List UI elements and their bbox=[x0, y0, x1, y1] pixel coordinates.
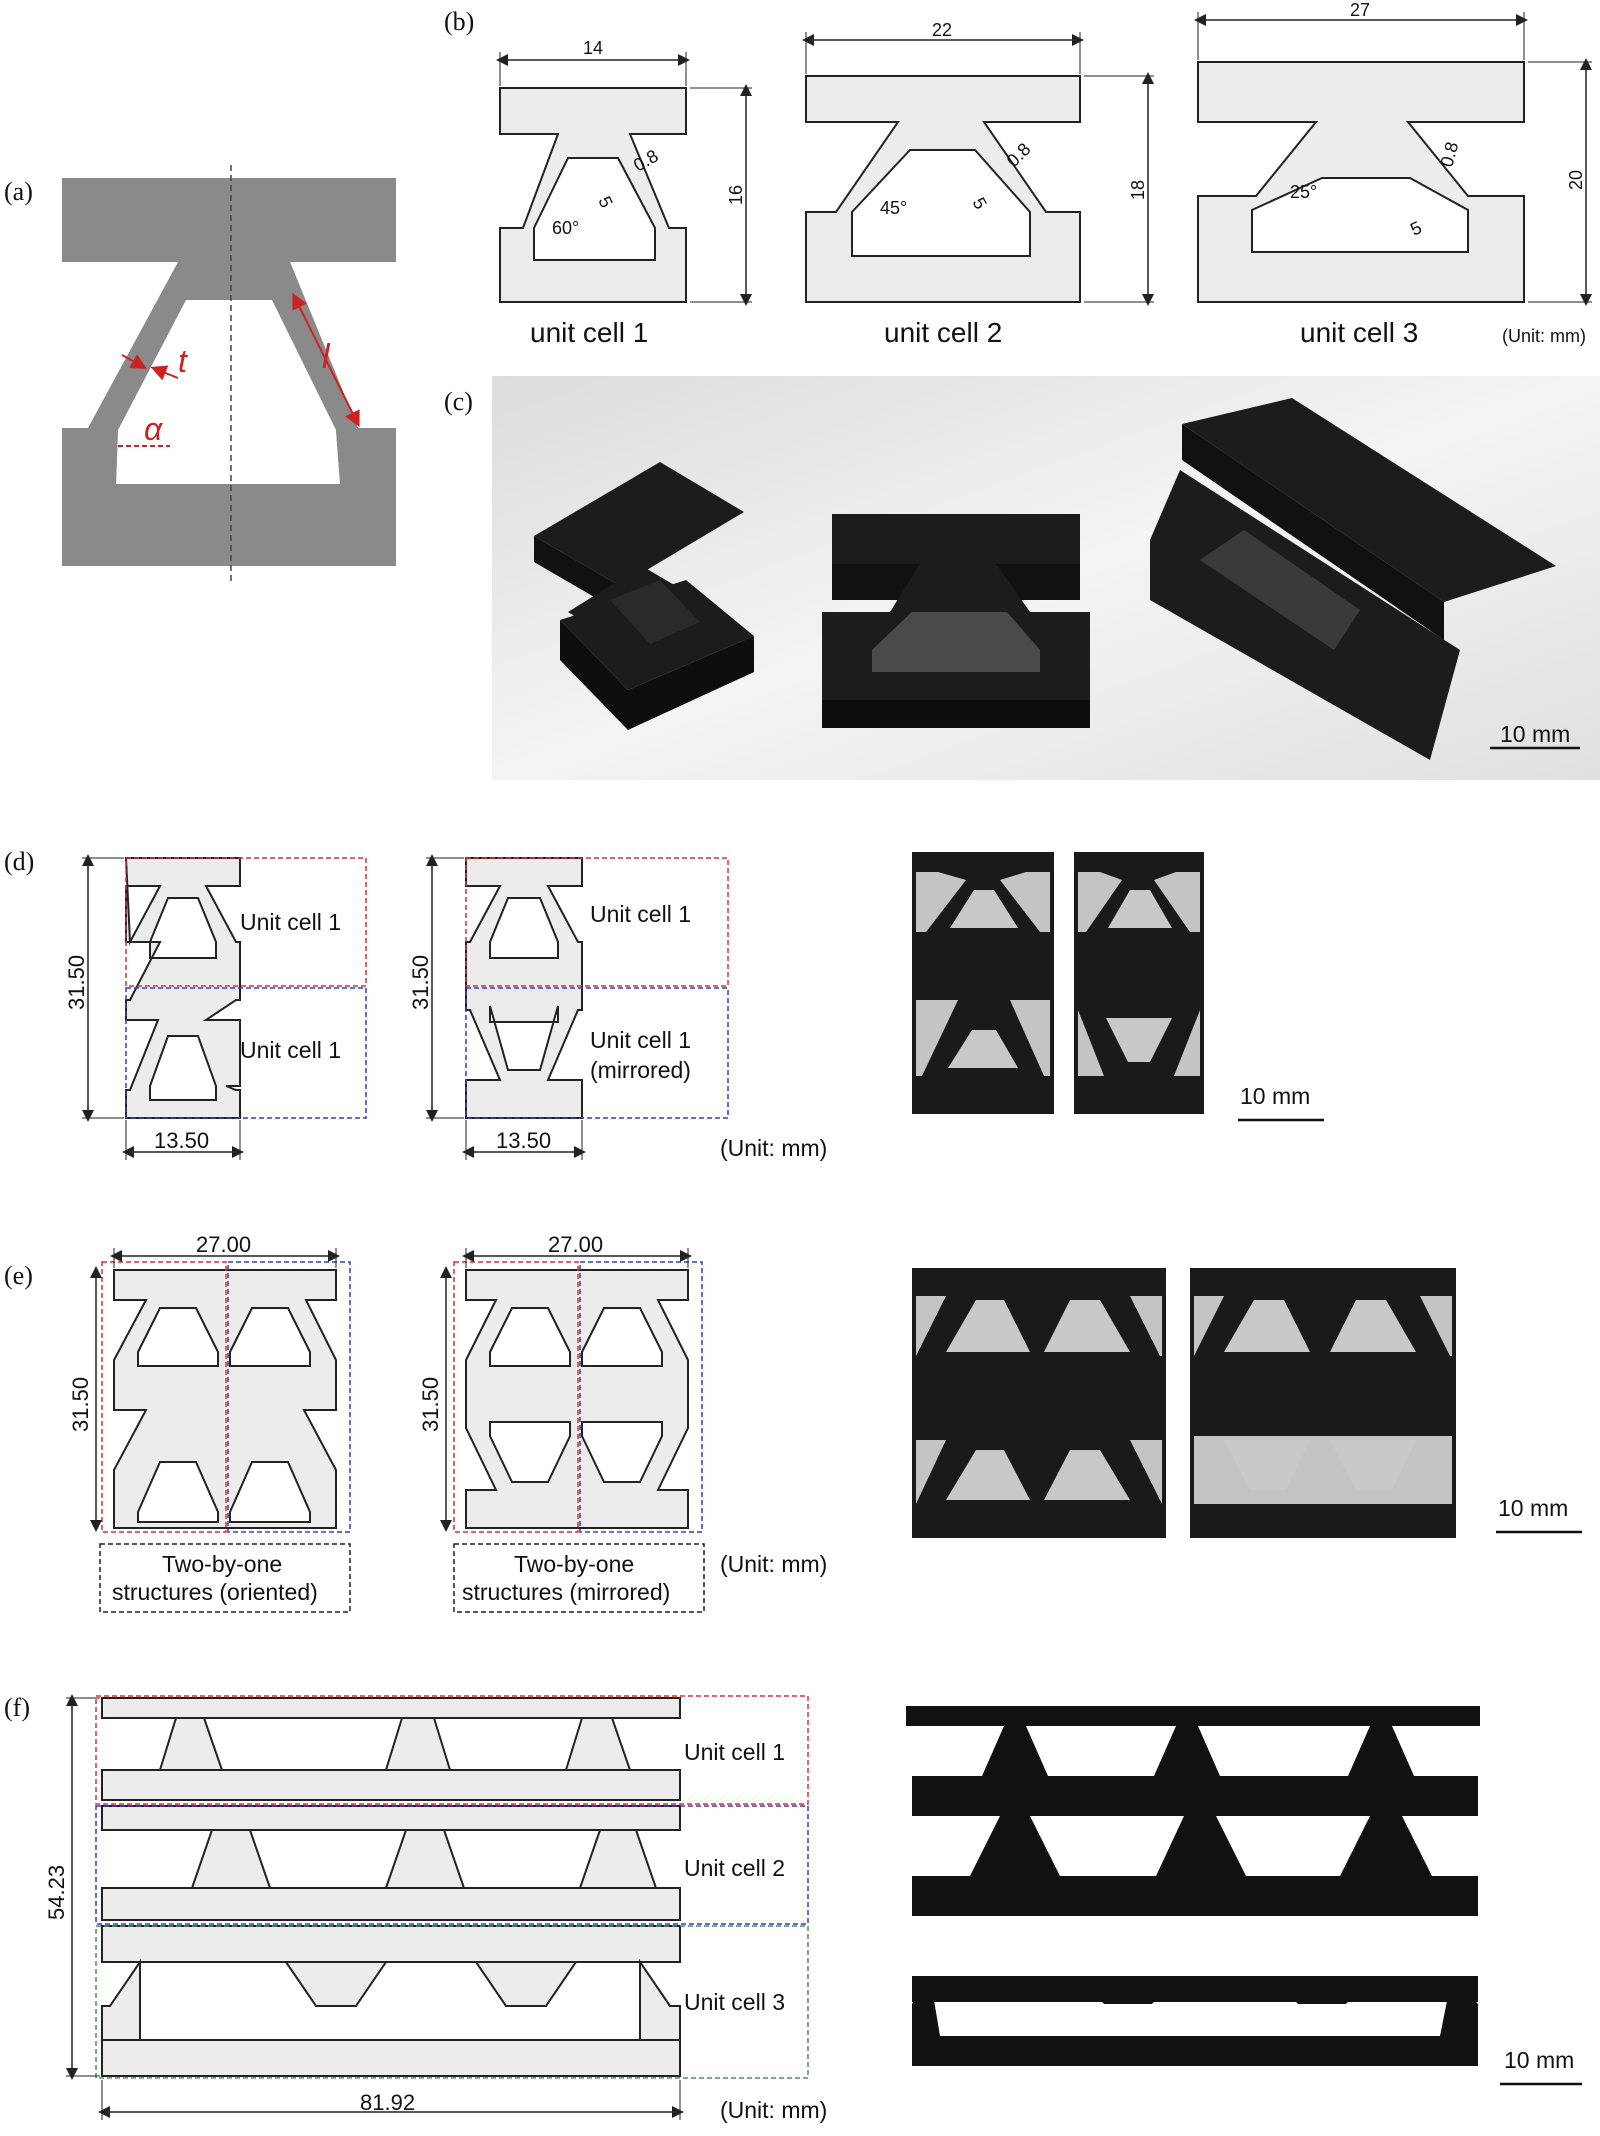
panel-a: (a) t l α bbox=[4, 165, 396, 585]
panel-d-photos bbox=[912, 852, 1204, 1114]
two-by-one-mirrored: 27.00 31.50 Two-by-one structures (mirro… bbox=[418, 1232, 705, 1613]
stacked-cells-oriented: 31.50 13.50 Unit cell 1 Unit cell 1 bbox=[64, 854, 367, 1160]
panel-d-right-height: 31.50 bbox=[408, 955, 433, 1010]
uc3-width: 27 bbox=[1350, 0, 1370, 20]
panel-e-left-height: 31.50 bbox=[68, 1377, 93, 1432]
graded-structure-drawing: 54.23 81.92 Unit cell 1 Unit cell 2 Unit… bbox=[44, 1694, 809, 2120]
panel-b: (b) 14 16 60° 0.8 5 unit cell 1 22 bbox=[444, 0, 1592, 348]
panel-e-scale: 10 mm bbox=[1498, 1495, 1568, 1521]
printed-unit-cell-1 bbox=[534, 462, 754, 730]
panel-d: (d) 31.50 13.50 Unit cell 1 Unit cell 1 bbox=[4, 847, 1324, 1161]
panel-d-label: (d) bbox=[4, 847, 34, 876]
panel-d-right-bottom-label-1: Unit cell 1 bbox=[590, 1027, 691, 1053]
panel-f-scale: 10 mm bbox=[1504, 2047, 1574, 2073]
panel-f-row2-label: Unit cell 2 bbox=[684, 1855, 785, 1881]
uc2-width: 22 bbox=[932, 20, 952, 40]
length-symbol: l bbox=[322, 338, 331, 376]
panel-d-scale: 10 mm bbox=[1240, 1083, 1310, 1109]
uc1-name: unit cell 1 bbox=[530, 317, 648, 348]
panel-e-left-caption-2: structures (oriented) bbox=[112, 1579, 318, 1605]
uc3-angle: 25° bbox=[1290, 182, 1317, 202]
uc2-name: unit cell 2 bbox=[884, 317, 1002, 348]
uc3-thickness: 0.8 bbox=[1437, 140, 1463, 169]
uc1-length: 5 bbox=[594, 193, 616, 211]
panel-e-left-caption-1: Two-by-one bbox=[162, 1551, 282, 1577]
panel-d-left-top-label: Unit cell 1 bbox=[240, 909, 341, 935]
panel-e-right-height: 31.50 bbox=[418, 1377, 443, 1432]
panel-f-width: 81.92 bbox=[360, 2090, 415, 2115]
panel-f-row3-label: Unit cell 3 bbox=[684, 1989, 785, 2015]
panel-e-right-width: 27.00 bbox=[548, 1232, 603, 1257]
panel-c-label: (c) bbox=[444, 387, 473, 416]
printed-unit-cell-2 bbox=[822, 514, 1090, 728]
panel-a-label: (a) bbox=[4, 177, 33, 206]
uc1-width: 14 bbox=[583, 38, 603, 58]
panel-f-unit-note: (Unit: mm) bbox=[720, 2097, 827, 2123]
panel-e-right-caption-2: structures (mirrored) bbox=[462, 1579, 670, 1605]
uc1-angle: 60° bbox=[552, 218, 579, 238]
panel-b-label: (b) bbox=[444, 7, 474, 36]
panel-f-label: (f) bbox=[4, 1693, 30, 1722]
panel-f-height: 54.23 bbox=[44, 1865, 69, 1920]
panel-f-photo bbox=[892, 1696, 1496, 2086]
panel-d-left-bottom-label: Unit cell 1 bbox=[240, 1037, 341, 1063]
panel-e-photos bbox=[912, 1268, 1456, 1538]
panel-d-right-bottom-label-2: (mirrored) bbox=[590, 1057, 691, 1083]
uc3-height: 20 bbox=[1566, 170, 1586, 190]
uc3-name: unit cell 3 bbox=[1300, 317, 1418, 348]
angle-symbol: α bbox=[144, 411, 163, 447]
panel-b-unit-note: (Unit: mm) bbox=[1502, 326, 1586, 346]
thickness-symbol: t bbox=[178, 343, 188, 379]
unit-cell-1-drawing: 14 16 60° 0.8 5 unit cell 1 bbox=[496, 38, 752, 348]
uc3-length: 5 bbox=[1407, 217, 1425, 239]
panel-e-unit-note: (Unit: mm) bbox=[720, 1551, 827, 1577]
panel-d-right-width: 13.50 bbox=[496, 1128, 551, 1153]
panel-e-right-caption-1: Two-by-one bbox=[514, 1551, 634, 1577]
stacked-cells-mirrored: 31.50 13.50 Unit cell 1 Unit cell 1 (mir… bbox=[408, 854, 729, 1160]
panel-f-row1-label: Unit cell 1 bbox=[684, 1739, 785, 1765]
uc1-height: 16 bbox=[726, 185, 746, 205]
panel-f: (f) 54.23 bbox=[4, 1693, 1582, 2123]
uc2-length: 5 bbox=[969, 194, 991, 213]
panel-e: (e) 27.00 31.50 Two-by-one structures (o… bbox=[4, 1232, 1582, 1613]
uc2-angle: 45° bbox=[880, 198, 907, 218]
printed-unit-cell-3 bbox=[1150, 398, 1556, 760]
panel-d-right-top-label: Unit cell 1 bbox=[590, 901, 691, 927]
panel-d-left-height: 31.50 bbox=[64, 955, 89, 1010]
panel-d-unit-note: (Unit: mm) bbox=[720, 1135, 827, 1161]
uc2-height: 18 bbox=[1128, 180, 1148, 200]
panel-c-scale: 10 mm bbox=[1500, 721, 1570, 747]
panel-d-left-width: 13.50 bbox=[154, 1128, 209, 1153]
two-by-one-oriented: 27.00 31.50 Two-by-one structures (orien… bbox=[68, 1232, 351, 1613]
panel-c: (c) 10 mm bbox=[444, 376, 1600, 780]
unit-cell-3-drawing: 27 20 25° 0.8 5 unit cell 3 bbox=[1194, 0, 1592, 348]
unit-cell-2-drawing: 22 18 45° 0.8 5 unit cell 2 bbox=[802, 20, 1154, 348]
panel-e-left-width: 27.00 bbox=[196, 1232, 251, 1257]
panel-e-label: (e) bbox=[4, 1261, 33, 1290]
